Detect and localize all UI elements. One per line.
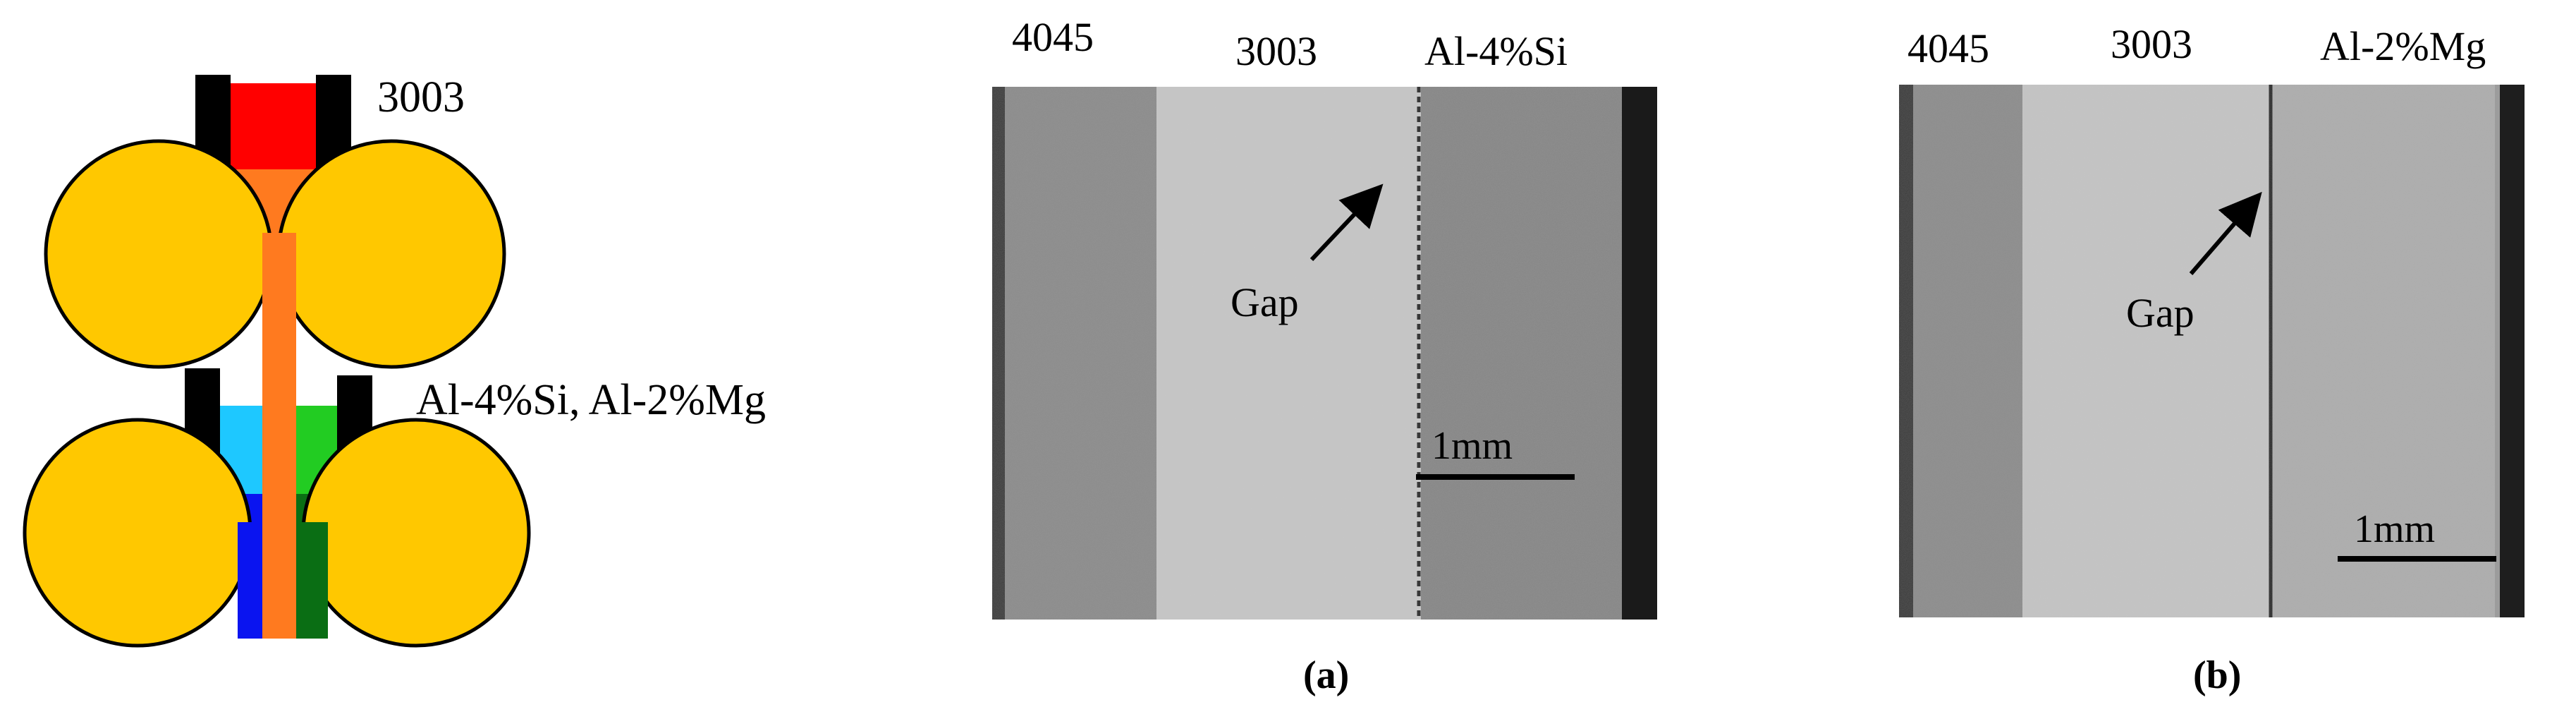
micrograph-panel-b: 4045 3003 Al-2%Mg Gap 1mm (b) bbox=[1899, 21, 2525, 697]
b-label-3003: 3003 bbox=[2111, 21, 2192, 67]
bottom-alloy-label: Al-4%Si, Al-2%Mg bbox=[416, 376, 766, 424]
b-label-al2mg: Al-2%Mg bbox=[2320, 23, 2486, 69]
b-gap-arrow bbox=[2189, 191, 2262, 275]
caption-a: (a) bbox=[1303, 653, 1349, 697]
a-scale-bar bbox=[1416, 474, 1575, 480]
b-gap-label: Gap bbox=[2126, 290, 2195, 336]
caption-b: (b) bbox=[2193, 653, 2241, 697]
b-label-4045: 4045 bbox=[1907, 25, 1989, 71]
top-alloy-label: 3003 bbox=[377, 73, 465, 121]
caster-schematic: 3003 Al-4%Si, Al-2%Mg bbox=[23, 73, 766, 648]
clad-right-strip-lower bbox=[296, 522, 328, 639]
micrograph-panel-a: 4045 3003 Al-4%Si Gap 1mm (a) bbox=[992, 14, 1657, 697]
bottom-left-roll bbox=[23, 418, 252, 648]
a-label-4045: 4045 bbox=[1012, 14, 1094, 60]
bottom-right-roll bbox=[301, 418, 531, 648]
a-scale-label: 1mm bbox=[1432, 424, 1513, 468]
a-gap-label: Gap bbox=[1231, 279, 1299, 325]
clad-left-strip-lower bbox=[238, 522, 262, 639]
b-scale-bar bbox=[2338, 556, 2496, 562]
top-right-roll bbox=[276, 139, 506, 369]
a-label-3003: 3003 bbox=[1235, 28, 1317, 74]
b-scale-label: 1mm bbox=[2354, 507, 2435, 551]
b-right-edge bbox=[2500, 85, 2525, 617]
top-left-roll bbox=[44, 139, 274, 369]
a-gap-arrow bbox=[1310, 183, 1384, 262]
a-label-al4si: Al-4%Si bbox=[1424, 28, 1568, 74]
core-strip-lower bbox=[262, 522, 296, 639]
a-right-edge bbox=[1622, 87, 1657, 620]
